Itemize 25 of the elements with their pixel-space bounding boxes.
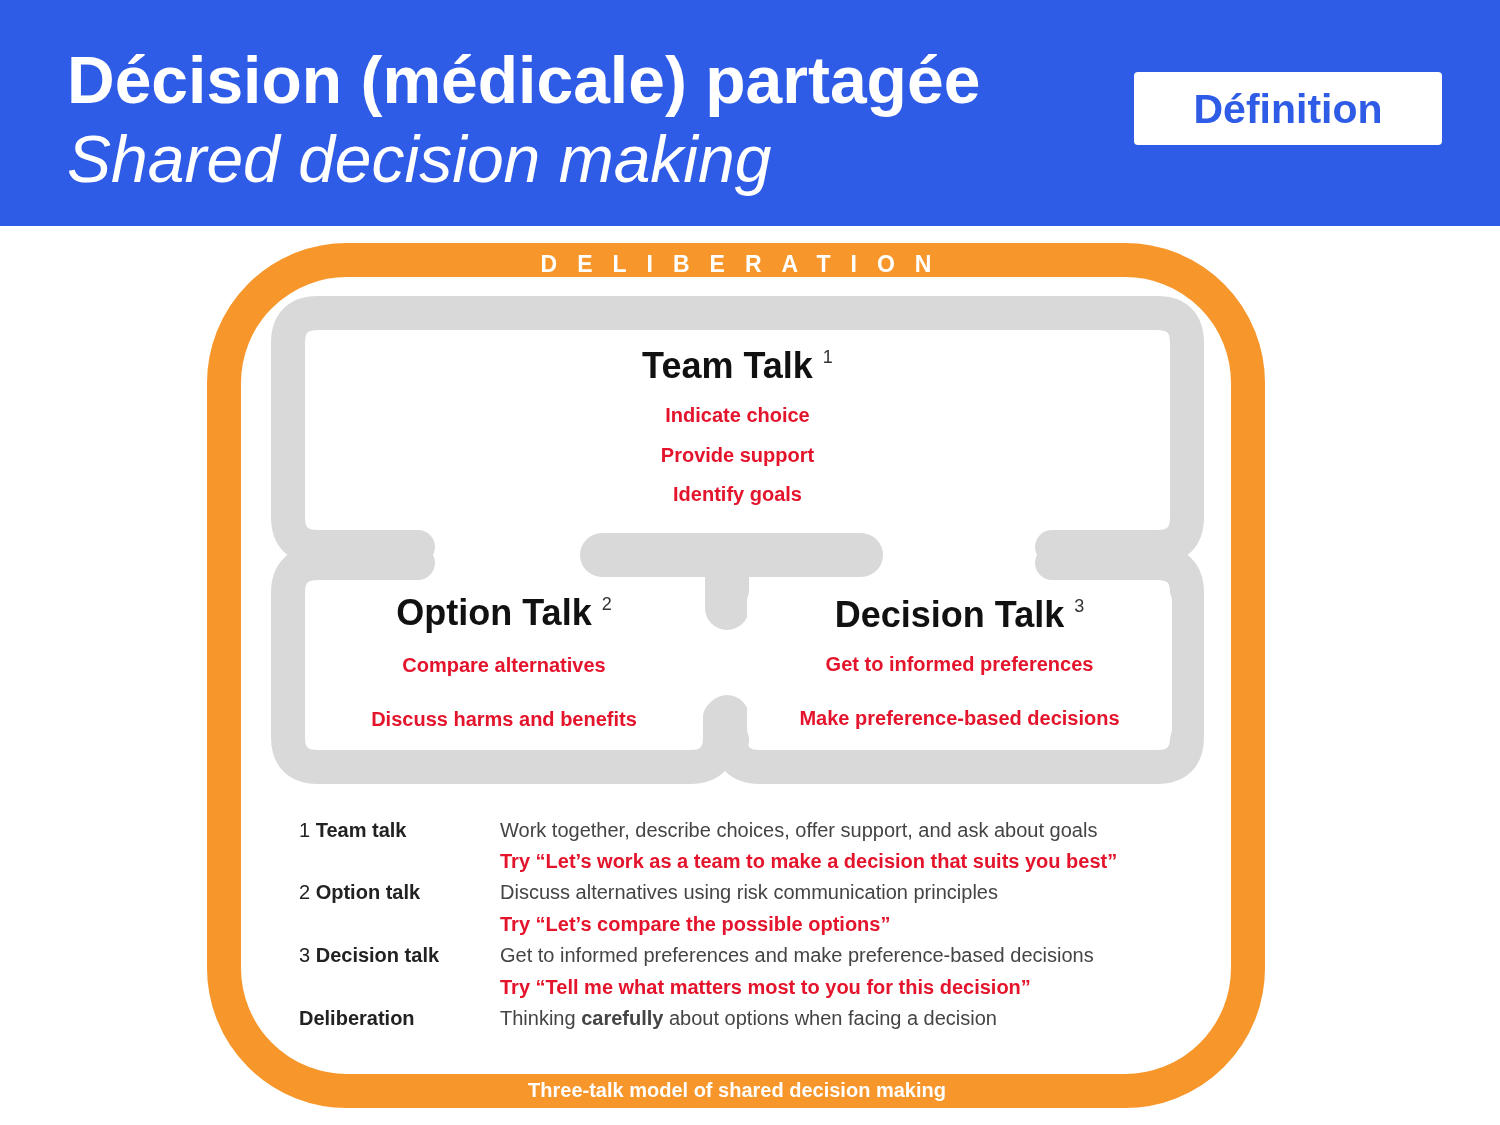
talk-item: Get to informed preferences — [825, 652, 1094, 677]
talk-item: Make preference-based decisions — [799, 706, 1120, 731]
talk-heading: Decision Talk $^{3}$ — [834, 593, 1085, 637]
talk-item: Discuss harms and benefits — [371, 707, 637, 732]
term-label: 1 Team talk — [299, 818, 407, 843]
talk-item: Indicate choice — [665, 403, 810, 428]
band-caption: Three-talk model of shared decision making — [528, 1078, 946, 1103]
example-quote: Try “Let’s compare the possible options” — [500, 912, 891, 937]
example-quote: Try “Tell me what matters most to you for this decision” — [500, 975, 1031, 1000]
talk-item: Identify goals — [673, 482, 802, 507]
talk-item: Compare alternatives — [402, 653, 606, 678]
talk-heading: Option Talk $^{2}$ — [396, 591, 612, 635]
definition-text: Thinking carefully about options when facing a decision — [500, 1006, 997, 1031]
term-label: Deliberation — [299, 1006, 415, 1031]
talk-item: Provide support — [660, 443, 815, 468]
definition-text: Work together, describe choices, offer support, and ask about goals — [500, 818, 1098, 843]
example-quote: Try “Let’s work as a team to make a decision that suits you best” — [500, 849, 1118, 874]
term-label: 3 Decision talk — [299, 943, 440, 968]
band-heading: DELIBERATION — [540, 250, 952, 279]
definition-text: Discuss alternatives using risk communication principles — [500, 880, 998, 905]
nav-button: Définition — [1134, 72, 1442, 145]
talk-heading: Team Talk $^{1}$ — [642, 344, 833, 388]
definition-text: Get to informed preferences and make preference-based decisions — [500, 943, 1094, 968]
term-label: 2 Option talk — [299, 880, 421, 905]
deliberation-band — [207, 243, 1265, 1108]
